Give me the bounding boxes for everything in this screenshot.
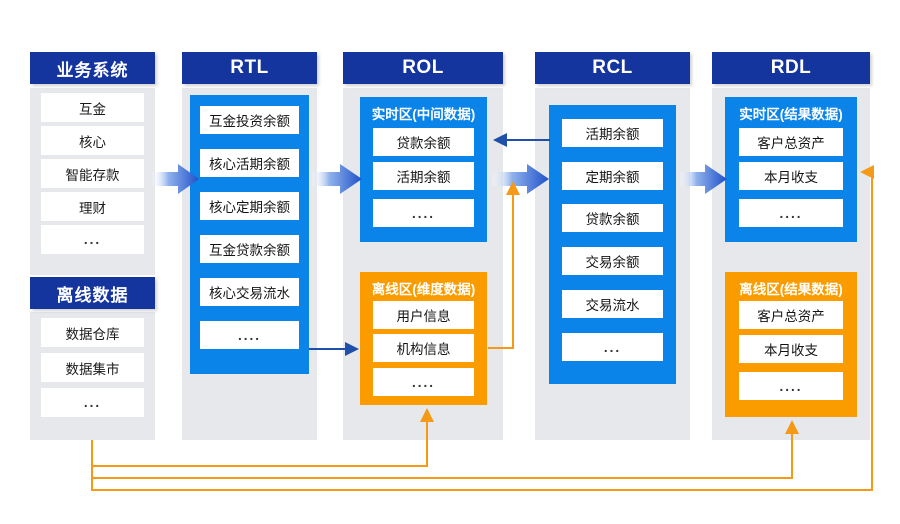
list-item[interactable]: 本月收支 <box>739 162 843 190</box>
list-item[interactable]: .... <box>373 199 474 227</box>
group-rtl-main: 互金投资余额 核心活期余额 核心定期余额 互金贷款余额 核心交易流水 .... <box>190 95 309 374</box>
list-item[interactable]: 交易余额 <box>562 247 663 275</box>
list-item[interactable]: ... <box>41 225 144 254</box>
list-item[interactable]: 贷款余额 <box>562 204 663 232</box>
list-item[interactable]: 贷款余额 <box>373 128 474 156</box>
header-rcl: RCL <box>535 52 690 84</box>
list-item[interactable]: 活期余额 <box>373 162 474 190</box>
list-item[interactable]: 客户总资产 <box>739 128 843 156</box>
group-title: 离线区(结果数据) <box>739 282 843 297</box>
group-rdl-realtime: 实时区(结果数据) 客户总资产 本月收支 .... <box>725 97 857 242</box>
list-item[interactable]: 用户信息 <box>373 301 474 329</box>
list-item[interactable]: 客户总资产 <box>739 301 843 329</box>
list-item[interactable]: .... <box>373 368 474 396</box>
list-item[interactable]: 定期余额 <box>562 162 663 190</box>
list-item[interactable]: 互金 <box>41 93 144 122</box>
list-item[interactable]: .... <box>200 321 299 349</box>
group-rdl-offline: 离线区(结果数据) 客户总资产 本月收支 .... <box>725 272 857 417</box>
header-offline-data: 离线数据 <box>30 277 155 309</box>
list-item[interactable]: ... <box>562 333 663 361</box>
list-item[interactable]: ... <box>41 388 144 417</box>
list-item[interactable]: 活期余额 <box>562 119 663 147</box>
list-item[interactable]: 数据集市 <box>41 353 144 382</box>
list-item[interactable]: 本月收支 <box>739 335 843 363</box>
list-item[interactable]: .... <box>739 199 843 227</box>
group-rcl-main: 活期余额 定期余额 贷款余额 交易余额 交易流水 ... <box>549 105 676 384</box>
header-business: 业务系统 <box>30 52 155 84</box>
group-title: 离线区(维度数据) <box>371 282 476 297</box>
list-item[interactable]: 核心定期余额 <box>200 192 299 220</box>
group-title: 实时区(中间数据) <box>371 107 476 122</box>
group-title: 实时区(结果数据) <box>739 107 843 122</box>
list-item[interactable]: 智能存款 <box>41 159 144 188</box>
list-item[interactable]: 核心活期余额 <box>200 149 299 177</box>
list-item[interactable]: 机构信息 <box>373 334 474 362</box>
group-rol-offline: 离线区(维度数据) 用户信息 机构信息 .... <box>360 272 487 405</box>
list-item[interactable]: 核心交易流水 <box>200 278 299 306</box>
list-item[interactable]: 交易流水 <box>562 290 663 318</box>
list-item[interactable]: 数据仓库 <box>41 318 144 347</box>
list-item[interactable]: 互金贷款余额 <box>200 235 299 263</box>
header-rol: ROL <box>343 52 503 84</box>
list-item[interactable]: .... <box>739 372 843 400</box>
header-rdl: RDL <box>712 52 870 84</box>
list-item[interactable]: 互金投资余额 <box>200 106 299 134</box>
list-item[interactable]: 核心 <box>41 126 144 155</box>
group-rol-realtime: 实时区(中间数据) 贷款余额 活期余额 .... <box>360 97 487 242</box>
header-rtl: RTL <box>182 52 317 84</box>
list-item[interactable]: 理财 <box>41 192 144 221</box>
